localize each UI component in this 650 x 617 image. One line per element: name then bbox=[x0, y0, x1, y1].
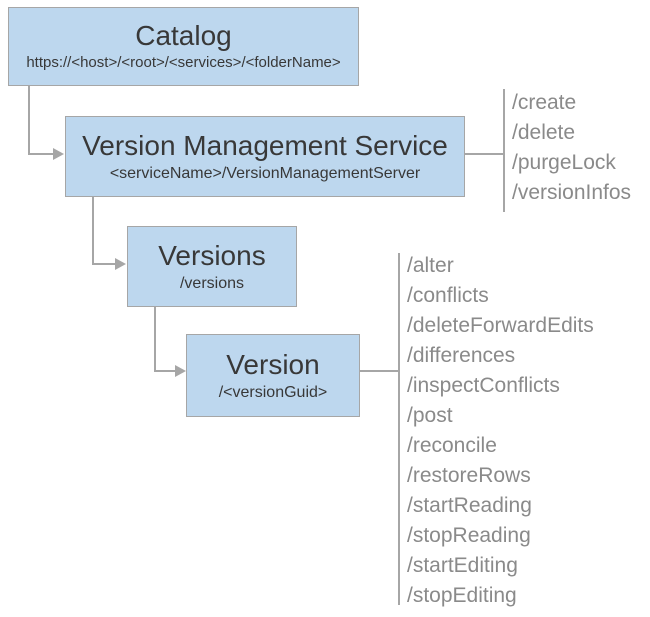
operation-item: /inspectConflicts bbox=[407, 374, 560, 397]
versions-node: Versions /versions bbox=[127, 226, 297, 307]
operation-item: /deleteForwardEdits bbox=[407, 314, 594, 337]
operation-item: /versionInfos bbox=[512, 181, 632, 204]
operation-item: /reconcile bbox=[407, 434, 497, 457]
version-node: Version /<versionGuid> bbox=[186, 334, 360, 417]
catalog-url: https://<host>/<root>/<services>/<folder… bbox=[26, 54, 341, 72]
catalog-title: Catalog bbox=[135, 20, 232, 52]
operation-item: /stopReading bbox=[407, 524, 531, 547]
versions-path: /versions bbox=[179, 274, 245, 292]
connector-vms-to-operations bbox=[465, 153, 504, 155]
connector-version-to-operations bbox=[360, 370, 399, 372]
connector-catalog-to-vms-horizontal bbox=[28, 153, 54, 155]
version-management-service-title: Version Management Service bbox=[82, 129, 448, 161]
operation-item: /purgeLock bbox=[512, 151, 616, 174]
connector-versions-to-version-vertical bbox=[154, 307, 156, 372]
arrowhead-into-version-icon bbox=[175, 365, 186, 377]
version-title: Version bbox=[226, 348, 320, 380]
connector-catalog-to-vms-vertical bbox=[28, 86, 30, 155]
operation-item: /alter bbox=[407, 254, 454, 277]
arrowhead-into-versions-icon bbox=[115, 258, 126, 270]
operation-item: /startEditing bbox=[407, 554, 518, 577]
operation-item: /differences bbox=[407, 344, 516, 367]
connector-vms-to-versions-horizontal bbox=[92, 263, 117, 265]
vms-operations-list: /create/delete/purgeLock/versionInfos bbox=[512, 88, 631, 208]
operation-item: /stopEditing bbox=[407, 584, 517, 607]
version-operations-rail bbox=[398, 253, 400, 605]
connector-versions-to-version-horizontal bbox=[154, 370, 177, 372]
connector-vms-to-versions-vertical bbox=[92, 197, 94, 265]
operation-item: /startReading bbox=[407, 494, 532, 517]
operation-item: /restoreRows bbox=[407, 464, 531, 487]
versions-title: Versions bbox=[158, 239, 266, 271]
version-path: /<versionGuid> bbox=[218, 383, 328, 401]
vms-operations-rail bbox=[503, 89, 505, 212]
version-management-service-path: <serviceName>/VersionManagementServer bbox=[109, 164, 421, 182]
arrowhead-into-vms-icon bbox=[53, 148, 64, 160]
version-operations-list: /alter/conflicts/deleteForwardEdits/diff… bbox=[407, 251, 594, 611]
operation-item: /post bbox=[407, 404, 453, 427]
operation-item: /delete bbox=[512, 121, 576, 144]
operation-item: /conflicts bbox=[407, 284, 489, 307]
catalog-node: Catalog https://<host>/<root>/<services>… bbox=[8, 7, 359, 86]
operation-item: /create bbox=[512, 91, 577, 114]
version-management-service-node: Version Management Service <serviceName>… bbox=[65, 116, 465, 197]
